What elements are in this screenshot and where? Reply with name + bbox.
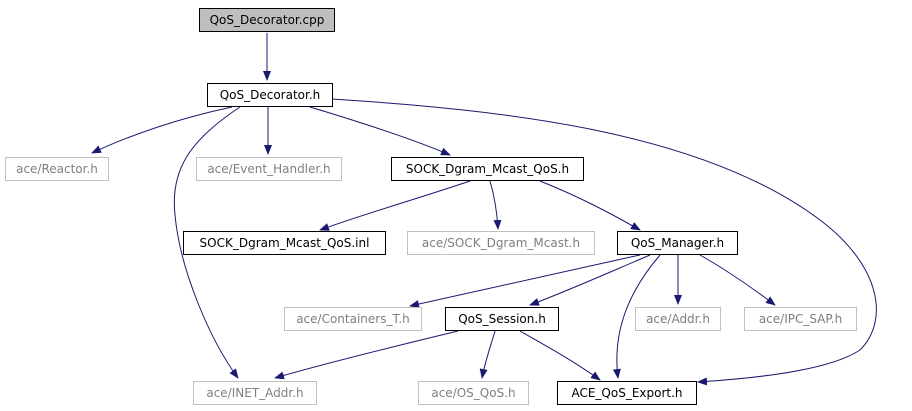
node-sock-dgram-mcast-qos-h[interactable]: SOCK_Dgram_Mcast_QoS.h (391, 157, 584, 181)
node-ace-ipc-sap-h[interactable]: ace/IPC_SAP.h (744, 307, 857, 331)
node-label: ace/Addr.h (646, 312, 710, 326)
node-ace-qos-export-h[interactable]: ACE_QoS_Export.h (557, 381, 697, 405)
node-ace-inet-addr-h[interactable]: ace/INET_Addr.h (193, 381, 317, 405)
node-ace-event-handler-h[interactable]: ace/Event_Handler.h (196, 157, 342, 181)
node-label: ace/Reactor.h (16, 162, 98, 176)
node-qos-decorator-cpp[interactable]: QoS_Decorator.cpp (199, 8, 335, 32)
node-ace-addr-h[interactable]: ace/Addr.h (635, 307, 721, 331)
node-label: ace/Containers_T.h (296, 312, 410, 326)
node-ace-containers-t-h[interactable]: ace/Containers_T.h (284, 307, 422, 331)
edge-session-to-os-qos (479, 330, 496, 379)
node-label: ace/INET_Addr.h (206, 386, 304, 400)
edge-manager-to-session (529, 254, 651, 306)
edge-mcast-qos-to-sock-dgram-mcast (489, 180, 502, 230)
edge-mcast-qos-to-inl (319, 180, 471, 231)
node-ace-reactor-h[interactable]: ace/Reactor.h (5, 157, 109, 181)
node-label: ace/IPC_SAP.h (758, 312, 843, 326)
edge-manager-to-ipc-sap (699, 254, 776, 306)
edge-decorator-to-qos-export (331, 98, 877, 386)
edge-manager-to-containers (409, 254, 641, 308)
node-ace-sock-dgram-mcast-h[interactable]: ace/SOCK_Dgram_Mcast.h (407, 231, 595, 255)
node-label: SOCK_Dgram_Mcast_QoS.h (405, 162, 570, 176)
node-label: ace/OS_QoS.h (431, 386, 516, 400)
edge-decorator-to-reactor (91, 106, 233, 154)
edge-decorator-to-inet-addr (173, 106, 241, 379)
edge-session-to-qos-export (519, 330, 601, 381)
node-qos-session-h[interactable]: QoS_Session.h (445, 307, 559, 331)
node-label: QoS_Decorator.cpp (209, 13, 325, 27)
node-label: QoS_Decorator.h (219, 88, 321, 102)
edge-decorator-to-sock-dgram-mcast-qos (309, 106, 451, 156)
edge-manager-to-qos-export (612, 254, 661, 379)
node-qos-manager-h[interactable]: QoS_Manager.h (617, 231, 738, 255)
node-label: ACE_QoS_Export.h (571, 386, 683, 400)
node-sock-dgram-mcast-qos-inl[interactable]: SOCK_Dgram_Mcast_QoS.inl (183, 231, 386, 255)
node-label: QoS_Session.h (458, 312, 546, 326)
node-ace-os-qos-h[interactable]: ace/OS_QoS.h (418, 381, 529, 405)
node-label: ace/Event_Handler.h (207, 162, 331, 176)
node-label: SOCK_Dgram_Mcast_QoS.inl (199, 236, 370, 250)
edge-mcast-qos-to-qos-manager (539, 180, 641, 231)
node-label: ace/SOCK_Dgram_Mcast.h (421, 236, 581, 250)
node-qos-decorator-h[interactable]: QoS_Decorator.h (207, 83, 333, 107)
edge-session-to-inet-addr (274, 330, 459, 380)
node-label: QoS_Manager.h (630, 236, 725, 250)
